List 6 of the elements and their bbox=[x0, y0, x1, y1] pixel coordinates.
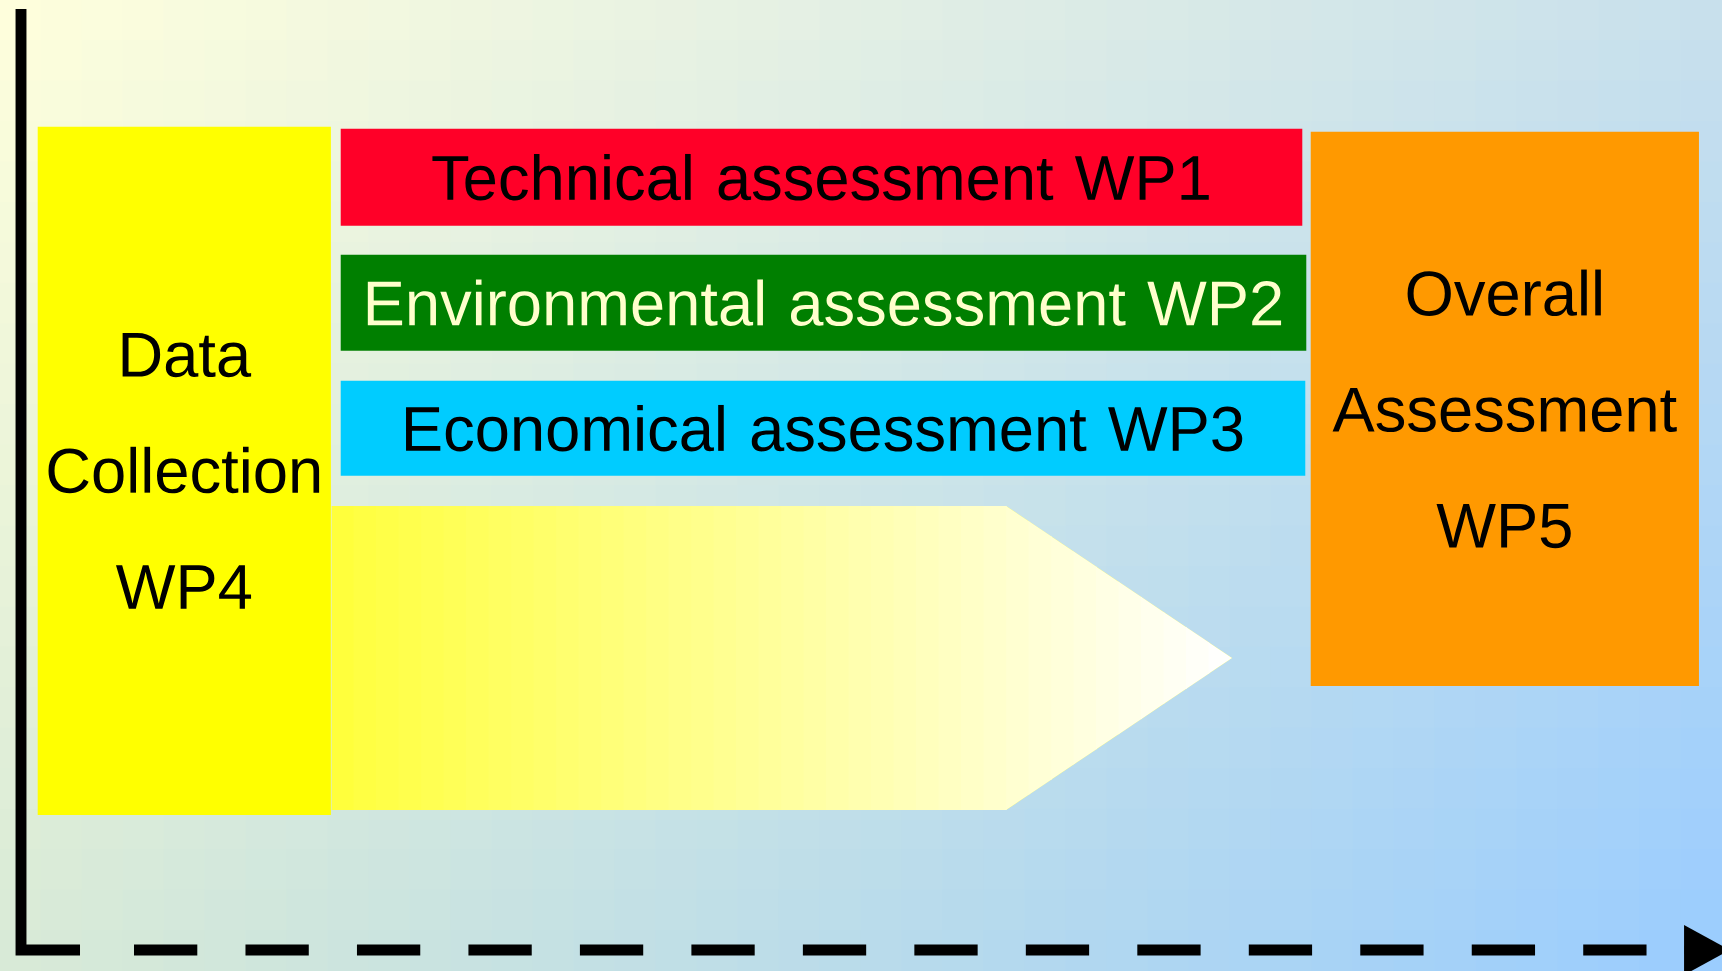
work-package-bar: Economical assessment WP3 bbox=[340, 380, 1306, 476]
data-collection-box: Data Collection WP4 bbox=[37, 126, 331, 816]
work-package-bar: Technical assessment WP1 bbox=[340, 128, 1303, 226]
overall-assessment-box: Overall Assessment WP5 bbox=[1310, 131, 1699, 686]
work-package-bar: Environmental assessment WP2 bbox=[340, 254, 1307, 351]
block-arrow bbox=[331, 506, 1232, 810]
